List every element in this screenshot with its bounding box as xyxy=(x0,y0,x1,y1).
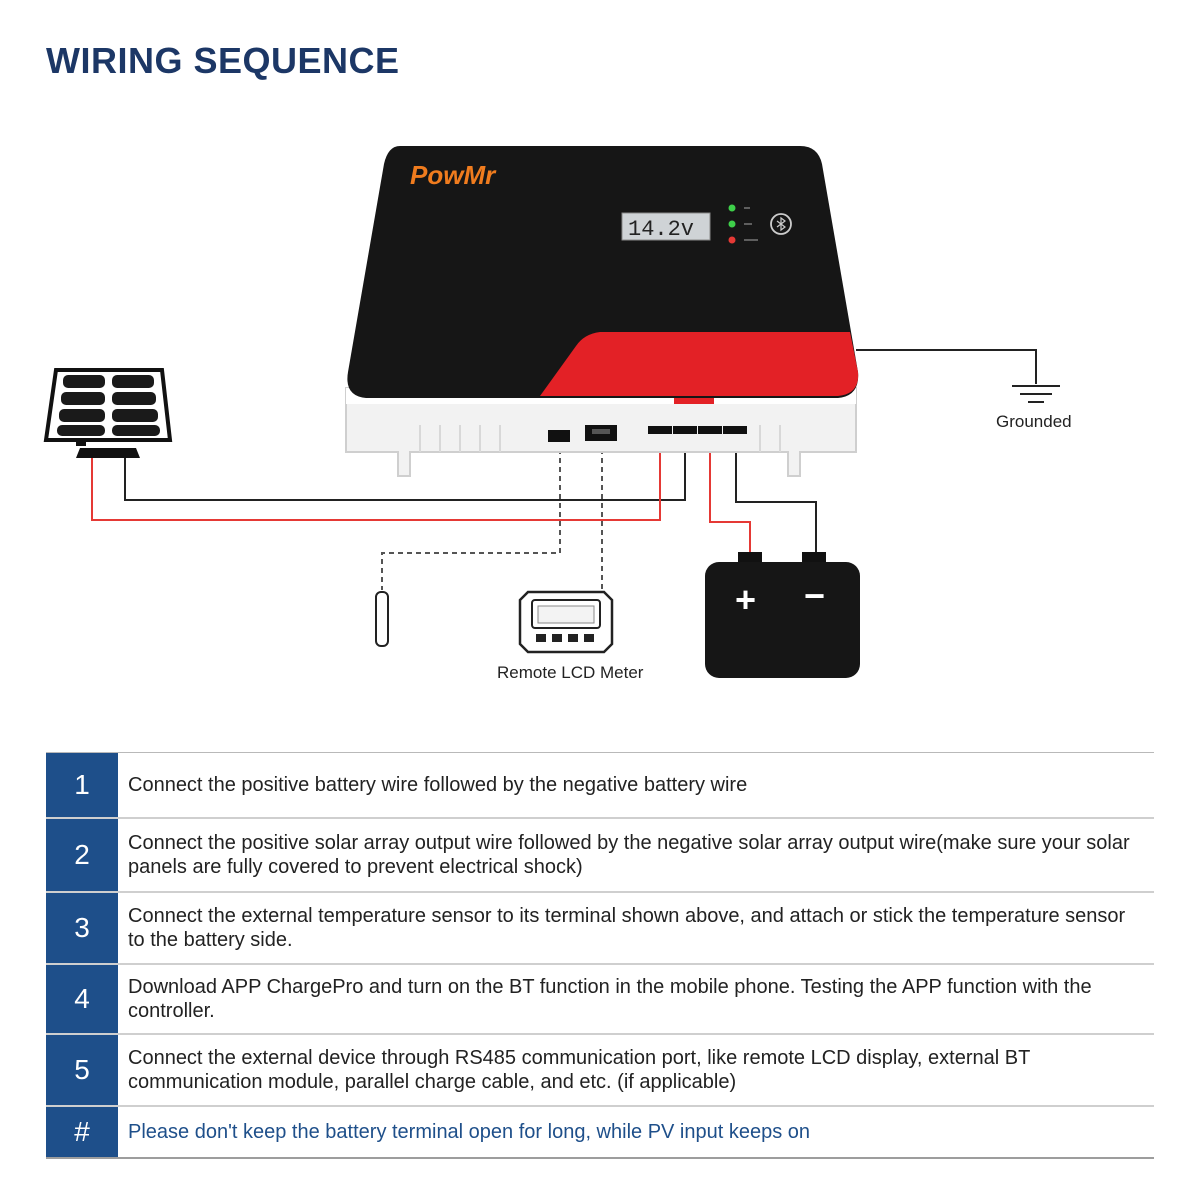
step-row-note: # Please don't keep the battery terminal… xyxy=(46,1107,1154,1157)
remote-lcd-meter-icon xyxy=(518,590,614,654)
step-row-2: 2 Connect the positive solar array outpu… xyxy=(46,819,1154,893)
charge-controller: PowMr 14.2v xyxy=(345,146,859,477)
step-text: Connect the external device through RS48… xyxy=(128,1047,1030,1093)
solar-negative-wire xyxy=(124,430,686,501)
indicator-light-green-1 xyxy=(728,204,736,212)
remote-lcd-meter-label: Remote LCD Meter xyxy=(497,663,644,682)
step-number: # xyxy=(46,1107,118,1157)
step-row-4: 4 Download APP ChargePro and turn on the… xyxy=(46,965,1154,1035)
terminal-block xyxy=(648,426,747,434)
lcd-display xyxy=(621,212,711,241)
step-number: 5 xyxy=(46,1035,118,1105)
temperature-sensor-icon xyxy=(375,591,389,647)
step-number: 2 xyxy=(46,819,118,891)
ground-icon xyxy=(1012,385,1060,403)
step-row-3: 3 Connect the external temperature senso… xyxy=(46,893,1154,965)
battery-positive-wire xyxy=(709,430,751,555)
step-number: 4 xyxy=(46,965,118,1033)
wiring-steps-table: 1 Connect the positive battery wire foll… xyxy=(46,752,1154,1159)
display-readout: 14.2v xyxy=(628,217,694,242)
wires xyxy=(91,349,1037,592)
step-text: Download APP ChargePro and turn on the B… xyxy=(128,976,1092,1022)
bluetooth-button-icon xyxy=(770,213,792,235)
sensor-wire xyxy=(381,440,561,590)
indicator-light-green-2 xyxy=(728,220,736,228)
step-text: Connect the positive solar array output … xyxy=(128,832,1130,878)
ground-label: Grounded xyxy=(996,412,1072,431)
step-row-1: 1 Connect the positive battery wire foll… xyxy=(46,753,1154,819)
step-text: Connect the external temperature sensor … xyxy=(128,905,1126,951)
step-row-5: 5 Connect the external device through RS… xyxy=(46,1035,1154,1107)
page-title: WIRING SEQUENCE xyxy=(46,40,400,81)
brand-logo: PowMr xyxy=(410,160,497,190)
step-text: Connect the positive battery wire follow… xyxy=(128,774,748,796)
ground-wire xyxy=(856,349,1037,384)
battery-icon: + − xyxy=(705,552,860,678)
solar-positive-wire xyxy=(91,430,661,521)
battery-negative-wire xyxy=(735,430,817,555)
step-number: 1 xyxy=(46,753,118,817)
step-number: 3 xyxy=(46,893,118,963)
step-note-text: Please don't keep the battery terminal o… xyxy=(128,1121,811,1143)
battery-negative-symbol: − xyxy=(804,575,825,616)
temperature-sensor-port xyxy=(548,430,570,442)
solar-panel-icon xyxy=(43,368,173,458)
battery-positive-symbol: + xyxy=(735,579,756,620)
indicator-light-red xyxy=(728,236,736,244)
wiring-diagram: PowMr 14.2v Grounded xyxy=(43,146,1072,682)
